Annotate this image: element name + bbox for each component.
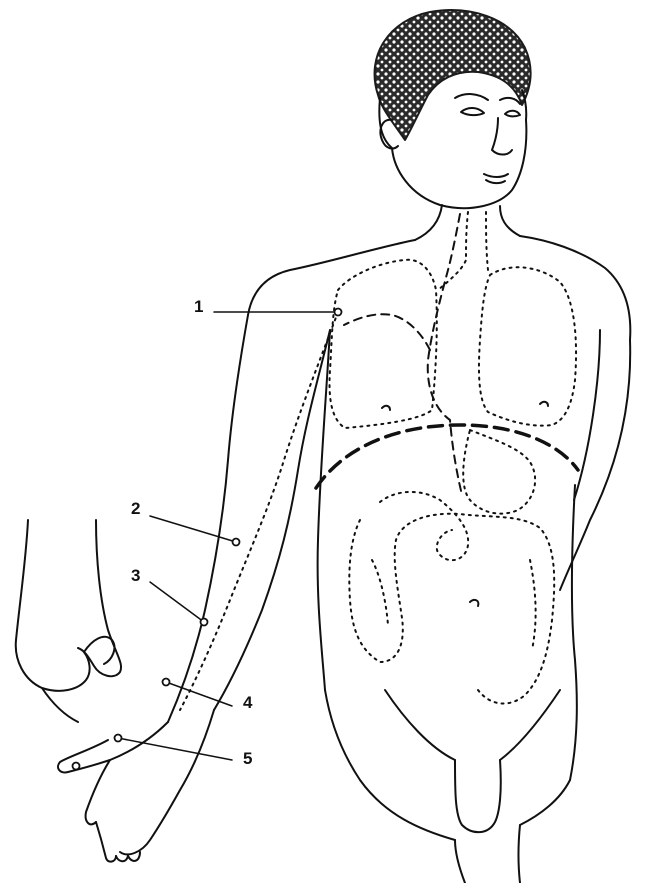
leader-2	[150, 516, 236, 542]
neck	[415, 205, 442, 240]
colon	[349, 514, 554, 704]
small-intestine	[380, 492, 468, 560]
stomach	[463, 430, 535, 514]
diaphragm-line	[316, 425, 578, 488]
meridian-path	[428, 214, 462, 495]
hair	[375, 10, 531, 140]
arm-meridian	[180, 312, 338, 710]
eyebrow-right	[455, 94, 488, 100]
right-arm-outer	[168, 315, 248, 722]
leader-3	[150, 582, 204, 622]
examiner-hand	[16, 520, 90, 691]
genitals	[455, 760, 501, 832]
lung-right	[330, 260, 437, 428]
pelvis-right	[325, 690, 455, 840]
mouth	[484, 174, 508, 177]
callout-2-label: 2	[131, 500, 140, 517]
pelvis-left	[520, 780, 570, 825]
left-arm	[560, 340, 630, 590]
acupoint-2	[233, 539, 240, 546]
torso-right-shoulder	[248, 240, 415, 315]
acupoint-5	[115, 735, 122, 742]
callout-4-label: 4	[243, 694, 252, 711]
acupoint-hand	[73, 763, 80, 770]
nose	[492, 118, 512, 155]
leader-5	[118, 738, 232, 760]
torso-left-side	[570, 485, 577, 780]
eye-left	[505, 111, 520, 117]
navel	[470, 600, 478, 606]
callout-3-label: 3	[131, 567, 140, 584]
finger-2	[116, 856, 128, 861]
acupoint-1	[335, 309, 342, 316]
groin-line-right	[385, 690, 455, 760]
groin-line-left	[500, 690, 560, 760]
eye-right	[461, 108, 484, 115]
lung-left	[479, 267, 576, 425]
callout-5-label: 5	[243, 750, 252, 767]
eyebrow-left	[500, 98, 520, 104]
right-arm-inner	[214, 330, 330, 710]
thumb	[86, 760, 110, 824]
callout-1-label: 1	[194, 298, 203, 315]
finger-1	[96, 822, 116, 862]
torso-right-side	[318, 330, 330, 690]
acupoint-4	[163, 679, 170, 686]
trachea	[438, 212, 468, 290]
acupoint-3	[201, 619, 208, 626]
